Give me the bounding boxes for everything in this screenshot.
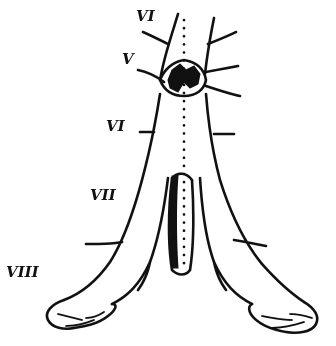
label-viii: VIII	[6, 263, 40, 281]
label-mid-vi: VI	[106, 117, 126, 135]
rostral-strand-right	[205, 18, 214, 74]
nerve-v-right-lower	[206, 86, 240, 96]
lower-connector-right	[214, 262, 226, 290]
nerve-vii-left	[86, 242, 122, 244]
nerve-v-right-upper	[206, 66, 238, 72]
lower-connector-left	[138, 262, 150, 290]
central-cord-bottom	[172, 270, 190, 275]
label-vii: VII	[90, 186, 117, 204]
label-top-vi: VI	[136, 7, 156, 25]
label-v: V	[122, 50, 135, 68]
hook-lobe-right-inner	[262, 314, 312, 328]
central-ganglion	[168, 64, 200, 92]
central-cord-right	[190, 180, 193, 270]
body-outline-right	[206, 94, 304, 302]
hook-lobe-left-inner	[58, 312, 104, 326]
nerve-vi-top-left	[143, 32, 168, 44]
